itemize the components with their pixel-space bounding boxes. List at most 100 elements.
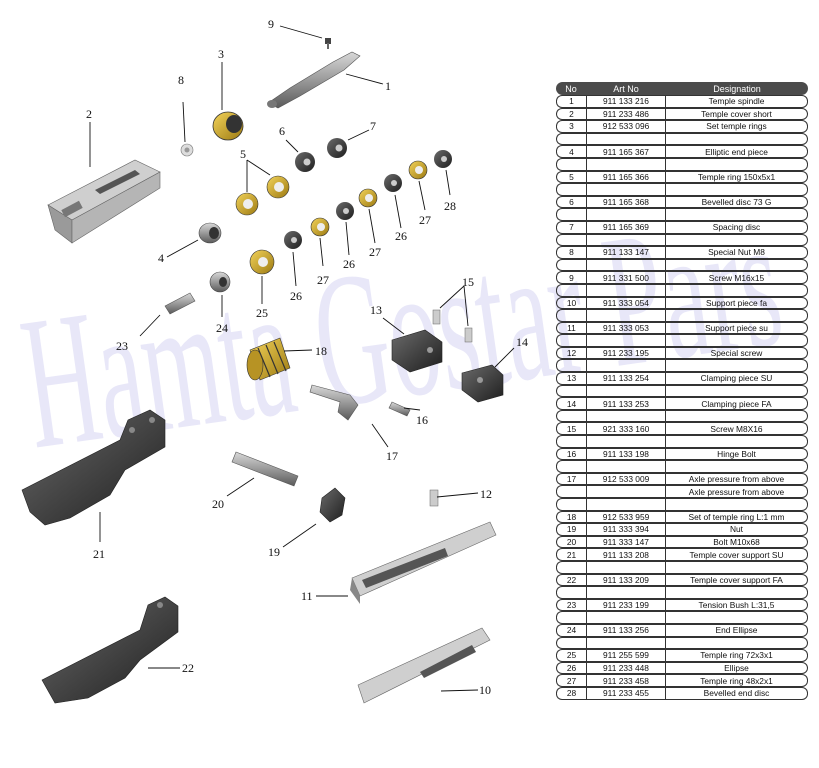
cell-no: 21	[556, 548, 586, 561]
callout-26b: 26	[343, 257, 355, 271]
callout-5: 5	[240, 147, 246, 161]
table-row	[556, 435, 808, 448]
cell-art-no	[586, 409, 666, 423]
cell-art-no: 911 165 368	[586, 195, 666, 209]
table-row	[556, 208, 808, 221]
cell-designation	[666, 233, 808, 247]
cell-art-no	[586, 157, 666, 171]
callout-13: 13	[370, 303, 382, 317]
cell-designation	[666, 157, 808, 171]
cell-designation: Set of temple ring L:1 mm	[666, 510, 808, 524]
part-tension-bush	[164, 292, 196, 315]
cell-designation: Elliptic end piece	[666, 145, 808, 158]
cell-designation	[666, 560, 808, 574]
cell-designation: End Ellipse	[666, 623, 808, 637]
cell-designation: Clamping piece SU	[666, 372, 808, 385]
cell-designation: Clamping piece FA	[666, 397, 808, 410]
part-support-piece-fa	[357, 627, 491, 704]
cell-art-no: 911 333 147	[586, 535, 666, 549]
cell-art-no: 911 233 486	[586, 107, 666, 121]
callout-11: 11	[301, 589, 313, 603]
part-elliptic-end-piece	[198, 222, 222, 244]
cell-no: 1	[556, 95, 586, 108]
table-row: Axle pressure from above	[556, 485, 808, 498]
cell-no: 17	[556, 472, 586, 486]
cell-art-no: 912 533 096	[586, 120, 666, 133]
cell-designation	[666, 258, 808, 272]
cell-designation: Screw M8X16	[666, 422, 808, 436]
cell-art-no: 912 533 009	[586, 472, 666, 486]
cell-no: 25	[556, 649, 586, 662]
cell-designation	[666, 132, 808, 146]
cell-no: 16	[556, 447, 586, 461]
table-row	[556, 283, 808, 297]
callout-1: 1	[385, 79, 391, 93]
cell-designation: Bevelled disc 73 G	[666, 195, 808, 209]
callout-27: 27	[317, 273, 329, 287]
cell-no	[556, 132, 586, 146]
cell-designation: Bevelled end disc	[666, 686, 808, 700]
cell-no: 28	[556, 686, 586, 700]
part-special-screw	[429, 489, 439, 507]
callout-16: 16	[416, 413, 428, 427]
cell-designation	[666, 283, 808, 297]
cell-no: 13	[556, 372, 586, 385]
table-row	[556, 233, 808, 247]
part-set-temple-rings	[212, 111, 244, 141]
cell-designation: Temple ring 72x3x1	[666, 649, 808, 662]
cell-art-no: 911 233 199	[586, 598, 666, 612]
cell-designation	[666, 409, 808, 423]
part-axle-pressure	[309, 384, 359, 421]
cell-art-no	[586, 560, 666, 574]
cell-no: 6	[556, 195, 586, 209]
cell-designation: Temple cover support SU	[666, 548, 808, 561]
cell-art-no	[586, 309, 666, 322]
callout-3: 3	[218, 47, 224, 61]
part-screw-9	[325, 38, 331, 49]
header-art-no: Art No	[586, 82, 666, 95]
cell-art-no: 911 133 254	[586, 372, 666, 385]
cell-art-no	[586, 435, 666, 448]
cell-art-no: 911 331 500	[586, 271, 666, 284]
cell-art-no: 911 133 216	[586, 95, 666, 108]
cell-art-no	[586, 233, 666, 247]
table-row	[556, 258, 808, 272]
cell-art-no: 921 333 160	[586, 422, 666, 436]
table-row	[556, 460, 808, 473]
cell-art-no	[586, 498, 666, 511]
cell-no: 2	[556, 107, 586, 121]
cell-designation: Temple cover support FA	[666, 573, 808, 587]
callout-26c: 26	[395, 229, 407, 243]
cell-no	[556, 384, 586, 398]
table-row	[556, 132, 808, 146]
cell-art-no: 911 333 394	[586, 523, 666, 536]
table-row	[556, 586, 808, 599]
cell-no: 9	[556, 271, 586, 284]
table-header-row: No Art No Designation	[556, 82, 808, 95]
cell-art-no: 911 233 455	[586, 686, 666, 700]
callout-6: 6	[279, 124, 285, 138]
part-special-nut	[180, 143, 194, 157]
part-nut	[319, 487, 346, 523]
cell-no: 4	[556, 145, 586, 158]
part-temple-spindle	[267, 51, 361, 109]
callout-25: 25	[256, 306, 268, 320]
cell-no	[556, 460, 586, 473]
cell-art-no	[586, 384, 666, 398]
part-end-ellipse	[209, 271, 231, 293]
table-row	[556, 611, 808, 624]
